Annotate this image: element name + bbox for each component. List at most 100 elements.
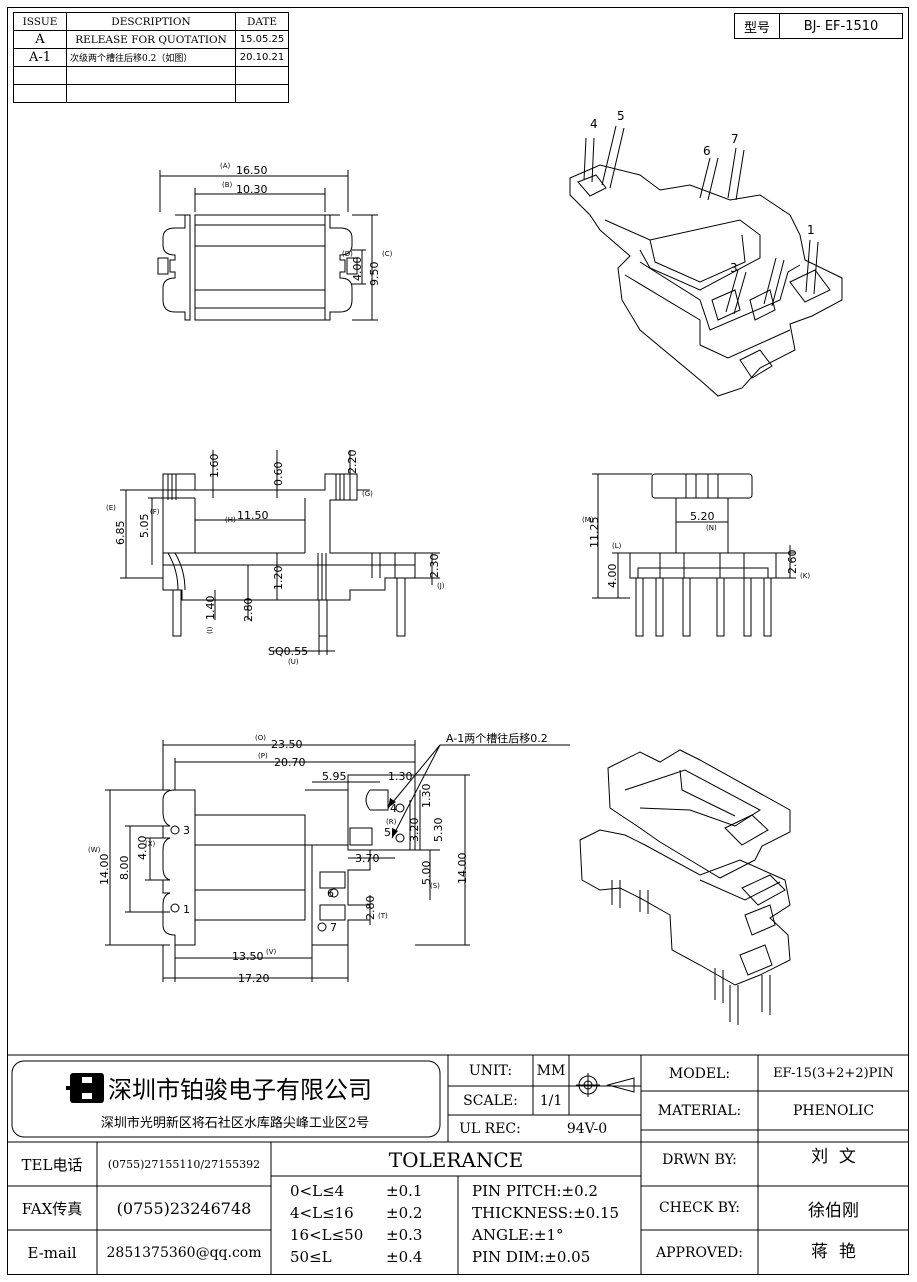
table-row — [13, 84, 289, 103]
iso-pin — [725, 269, 739, 313]
dim-tag-a: (A) — [220, 162, 231, 170]
front-view-pin — [172, 589, 182, 637]
bottom-view-outline — [162, 789, 196, 946]
dim-tag-b: (B) — [222, 181, 233, 189]
dim-tag-g: (G) — [362, 490, 373, 498]
rev-header-date: DATE — [235, 12, 289, 31]
iso-pin — [727, 147, 737, 199]
dim-front-4: 1.20 — [272, 566, 285, 591]
iso-pin — [699, 157, 711, 199]
dim-front-3: 2.20 — [346, 450, 359, 475]
iso-pin — [813, 241, 819, 295]
approved-value: 蒋 艳 — [811, 1241, 856, 1262]
side-view-pin — [743, 577, 752, 637]
bottom-view-note: A-1两个槽往后移0.2 — [446, 731, 548, 745]
dim-tag-w: (W) — [88, 846, 101, 854]
note-arrow — [388, 798, 396, 808]
side-view-base — [629, 552, 777, 579]
email-label: E-mail — [27, 1244, 77, 1262]
list-item: 4<L≤16 ±0.2 — [290, 1202, 455, 1224]
iso-pin — [805, 239, 811, 293]
list-item: 16<L≤50±0.3 — [290, 1224, 455, 1246]
unit-label: UNIT: — [468, 1063, 513, 1079]
bottom-view-pin — [395, 803, 405, 813]
bottom-pin-label: 3 — [183, 824, 190, 837]
iso-outline — [749, 289, 776, 321]
side-view-pin — [635, 577, 644, 637]
iso-outline — [711, 289, 741, 321]
iso-pin — [583, 137, 587, 181]
front-view — [120, 450, 440, 655]
title-block-frame — [7, 1054, 909, 1275]
top-view-slot — [346, 257, 358, 275]
bottom-view — [105, 740, 570, 982]
tolerance-title: TOLERANCE — [388, 1147, 524, 1172]
dim-tag-n: (N) — [706, 524, 717, 532]
dim-tag-r: (R) — [386, 818, 397, 826]
bottom-view-outline — [319, 871, 346, 889]
dim-o: 23.50 — [271, 738, 303, 751]
company-frame — [11, 1060, 441, 1138]
fax-value: (0755)23246748 — [116, 1199, 252, 1218]
dim-tag-i: (I) — [206, 626, 214, 634]
iso-pin — [601, 125, 617, 186]
front-view-outline — [162, 473, 416, 601]
iso-pin — [707, 157, 719, 201]
revision-table: ISSUE DESCRIPTION DATE A RELEASE FOR QUO… — [13, 12, 289, 103]
iso-outline — [739, 944, 773, 976]
side-view-core — [675, 497, 729, 554]
top-view-outline — [324, 214, 353, 321]
side-view — [592, 473, 796, 637]
iso-outline — [699, 879, 781, 901]
table-row: A RELEASE FOR QUOTATION 15.05.25 — [13, 30, 289, 49]
dim-bottom-2: 1.30 — [388, 770, 413, 783]
company-name: 深圳市铂骏电子有限公司 — [108, 1075, 372, 1104]
dim-front-5: 2.30 — [428, 554, 441, 579]
iso-outline — [744, 904, 776, 936]
material-label: MATERIAL: — [657, 1102, 742, 1119]
dim-tag-j: (J) — [437, 582, 445, 590]
isometric-view-bottom — [579, 749, 791, 1025]
rev-description: RELEASE FOR QUOTATION — [66, 30, 236, 49]
dim-f: 5.05 — [138, 514, 151, 539]
tolerance-spec: PIN DIM:±0.05 — [472, 1248, 591, 1266]
bottom-view-core — [194, 814, 306, 921]
front-view-pin — [396, 577, 406, 637]
bottom-pin-label: 7 — [330, 921, 337, 934]
dim-tag-u: (U) — [288, 658, 299, 666]
dim-tag-m: (M) — [582, 516, 594, 524]
top-view-slot — [157, 257, 169, 275]
dim-a: 16.50 — [236, 164, 268, 177]
iso-pin-label: 1 — [807, 223, 815, 237]
iso-outline — [607, 749, 791, 879]
bottom-view-pin — [395, 833, 405, 843]
scale-value: 1/1 — [539, 1092, 563, 1109]
dim-n: 5.20 — [690, 510, 715, 523]
tolerance-value: ±0.1 — [386, 1182, 423, 1200]
iso-pin — [771, 259, 785, 307]
iso-pin — [733, 271, 747, 315]
bottom-view-pin — [317, 922, 327, 932]
dim-tag-e: (E) — [106, 504, 116, 512]
tolerance-value: ±0.4 — [386, 1248, 423, 1266]
bottom-pin-label: 6 — [327, 887, 334, 900]
dim-tag-o: (O) — [255, 734, 266, 742]
tolerance-spec: PIN PITCH:±0.2 — [472, 1182, 598, 1200]
iso-outline — [739, 349, 773, 379]
iso-outline — [604, 219, 761, 291]
tolerance-value: ±0.2 — [386, 1204, 423, 1222]
email-value: 2851375360@qq.com — [106, 1245, 262, 1261]
dim-bottom-4: 5.30 — [432, 818, 445, 843]
ul-value: 94V-0 — [566, 1120, 608, 1137]
dim-x: 4.00 — [136, 836, 149, 861]
iso-pin-label: 7 — [731, 132, 739, 146]
revision-header-row: ISSUE DESCRIPTION DATE — [13, 12, 289, 31]
top-view-outline — [162, 214, 191, 321]
dim-t: 2.80 — [364, 896, 377, 921]
iso-outline — [569, 164, 843, 397]
tolerance-value: ±0.3 — [386, 1226, 423, 1244]
tolerance-range: 4<L≤16 — [290, 1204, 354, 1222]
drawn-label: DRWN BY: — [662, 1152, 737, 1168]
top-view — [157, 170, 378, 321]
dim-w: 14.00 — [98, 854, 111, 886]
